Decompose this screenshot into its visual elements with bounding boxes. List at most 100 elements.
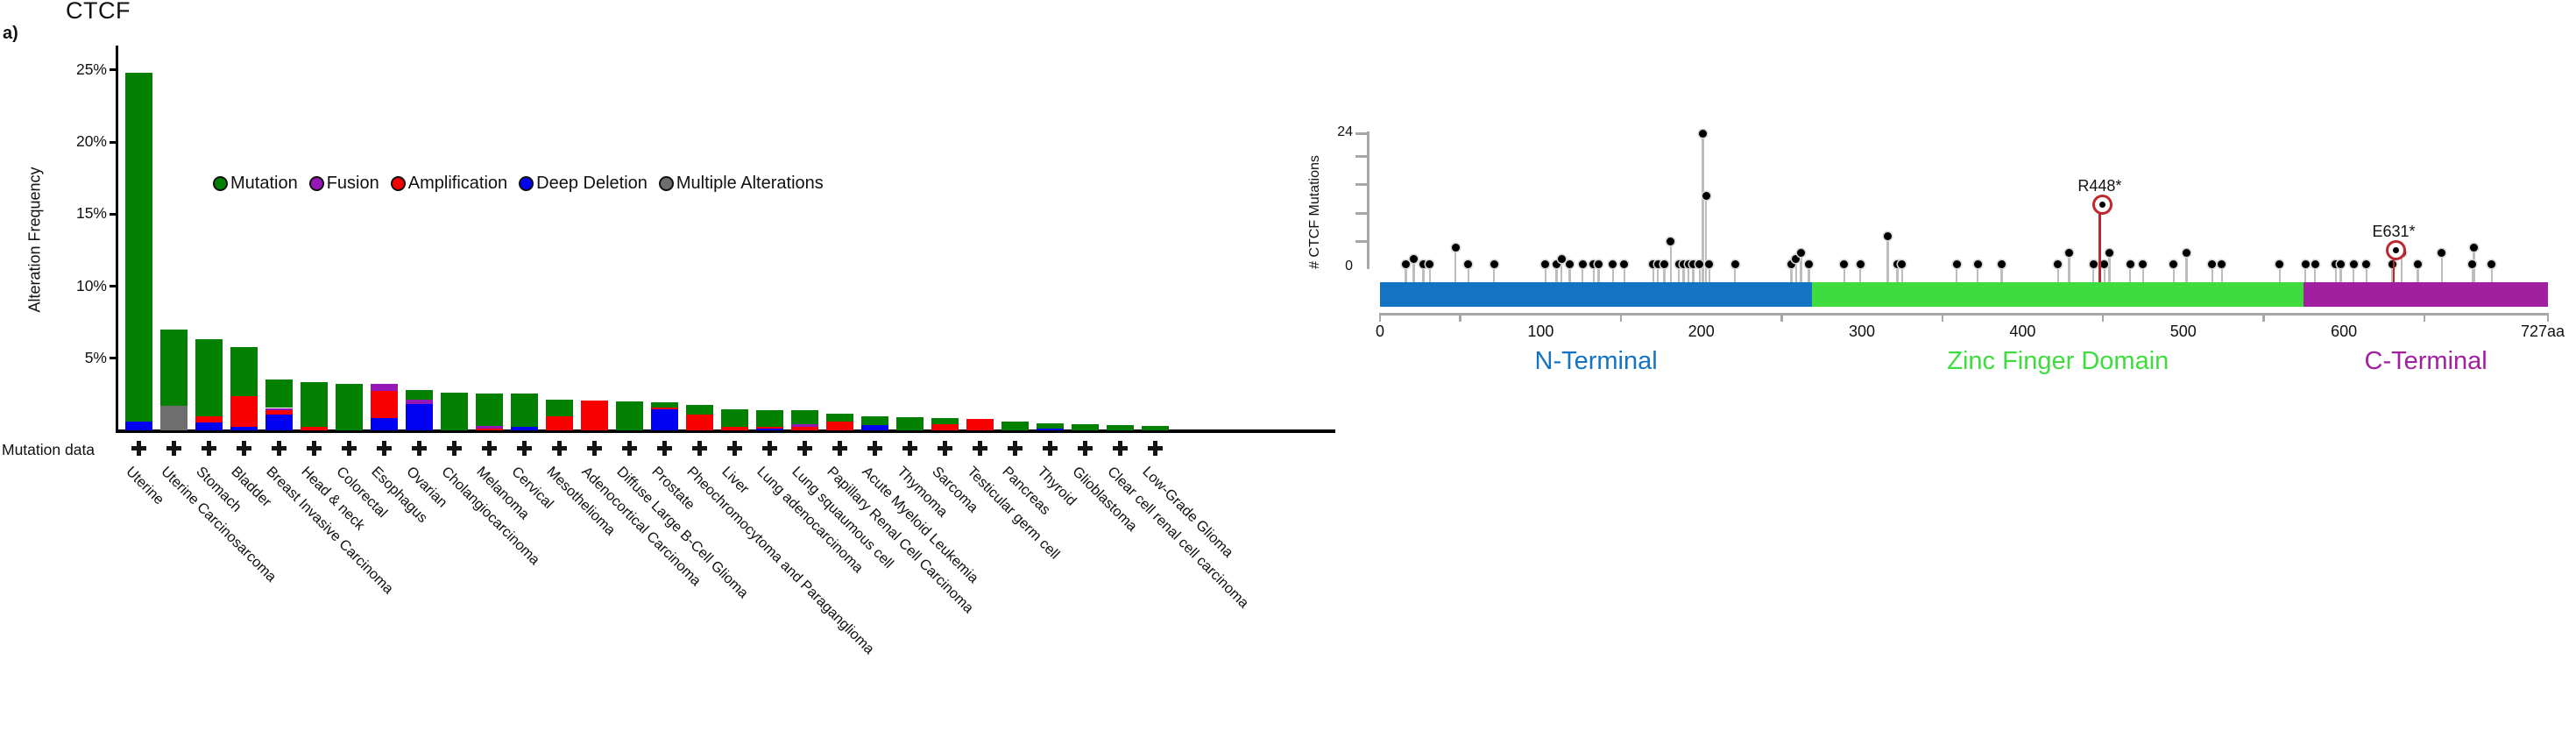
bar-segment-fusion[interactable]	[791, 424, 818, 427]
lollipop-dot[interactable]	[1649, 260, 1658, 268]
lollipop-dot[interactable]	[2065, 249, 2074, 257]
lollipop-dot[interactable]	[1401, 260, 1410, 268]
lollipop-dot[interactable]	[1553, 260, 1561, 268]
bar-segment-mutation[interactable]	[476, 393, 503, 426]
lollipop-dot[interactable]	[2139, 260, 2148, 268]
lollipop-dot[interactable]	[2438, 249, 2446, 257]
lollipop-dot[interactable]	[2388, 260, 2396, 268]
lollipop-dot[interactable]	[1667, 238, 1675, 245]
lollipop-dot[interactable]	[1856, 260, 1865, 268]
bar-segment-mutation[interactable]	[441, 393, 468, 430]
lollipop-dot[interactable]	[2311, 260, 2319, 268]
lollipop-dot[interactable]	[2218, 260, 2226, 268]
bar-segment-amplification[interactable]	[966, 418, 994, 430]
bar-segment-mutation[interactable]	[1142, 426, 1169, 430]
lollipop-dot[interactable]	[1689, 260, 1698, 268]
lollipop-dot[interactable]	[1787, 260, 1795, 268]
lollipop-dot[interactable]	[1594, 260, 1603, 268]
lollipop-dot[interactable]	[2468, 260, 2477, 268]
lollipop-dot[interactable]	[1705, 260, 1714, 268]
bar-segment-fusion[interactable]	[371, 384, 398, 391]
bar-segment-mutation[interactable]	[861, 416, 888, 426]
lollipop-dot[interactable]	[2362, 260, 2371, 268]
annotation-ring[interactable]	[2091, 194, 2112, 215]
bar-segment-mutation[interactable]	[160, 329, 188, 407]
lollipop-dot[interactable]	[2126, 260, 2134, 268]
bar-segment-mutation[interactable]	[1107, 425, 1134, 430]
lollipop-dot[interactable]	[2100, 260, 2109, 268]
bar-segment-mutation[interactable]	[686, 405, 713, 415]
bar-segment-fusion[interactable]	[476, 425, 503, 429]
bar-segment-deep_deletion[interactable]	[125, 422, 152, 430]
lollipop-dot[interactable]	[1684, 260, 1693, 268]
lollipop-dot[interactable]	[1426, 260, 1434, 268]
lollipop-dot[interactable]	[2349, 260, 2358, 268]
bar-segment-mutation[interactable]	[230, 347, 258, 397]
lollipop-dot[interactable]	[1792, 254, 1801, 263]
bar-segment-deep_deletion[interactable]	[195, 422, 223, 430]
bar-segment-deep_deletion[interactable]	[1037, 428, 1064, 430]
bar-segment-deep_deletion[interactable]	[371, 418, 398, 430]
bar-segment-amplification[interactable]	[230, 396, 258, 427]
lollipop-dot[interactable]	[2169, 260, 2178, 268]
bar-segment-amplification[interactable]	[931, 424, 959, 430]
lollipop-dot[interactable]	[1419, 260, 1427, 268]
lollipop-dot[interactable]	[1660, 260, 1669, 268]
bar-segment-amplification[interactable]	[265, 409, 293, 415]
lollipop-dot[interactable]	[2182, 249, 2190, 257]
bar-segment-mutation[interactable]	[336, 383, 363, 430]
bar-segment-mutation[interactable]	[195, 339, 223, 416]
bar-segment-fusion[interactable]	[265, 408, 293, 410]
domain-n-terminal[interactable]	[1380, 282, 1813, 307]
bar-segment-fusion[interactable]	[406, 399, 433, 405]
bar-segment-amplification[interactable]	[756, 427, 783, 429]
lollipop-dot[interactable]	[1578, 260, 1587, 268]
lollipop-dot[interactable]	[1952, 260, 1961, 268]
bar-segment-mutation[interactable]	[1037, 422, 1064, 429]
bar-segment-mutation[interactable]	[826, 414, 853, 422]
bar-segment-amplification[interactable]	[371, 390, 398, 418]
lollipop-dot[interactable]	[1973, 260, 1982, 268]
bar-segment-mutation[interactable]	[546, 400, 573, 417]
bar-segment-amplification[interactable]	[721, 426, 748, 430]
bar-segment-mutation[interactable]	[301, 381, 328, 427]
bar-segment-mutation[interactable]	[791, 410, 818, 425]
lollipop-dot[interactable]	[1730, 260, 1739, 268]
bar-segment-deep_deletion[interactable]	[651, 409, 678, 430]
bar-segment-deep_deletion[interactable]	[511, 426, 538, 430]
lollipop-dot[interactable]	[2054, 260, 2063, 268]
lollipop-dot[interactable]	[1898, 260, 1907, 268]
lollipop-dot[interactable]	[1557, 254, 1566, 263]
bar-segment-amplification[interactable]	[826, 422, 853, 430]
annotation-ring[interactable]	[2386, 239, 2407, 260]
bar-segment-deep_deletion[interactable]	[265, 414, 293, 430]
lollipop-dot[interactable]	[1998, 260, 2006, 268]
lollipop-dot[interactable]	[1680, 260, 1688, 268]
lollipop-dot[interactable]	[1565, 260, 1574, 268]
bar-segment-deep_deletion[interactable]	[230, 426, 258, 430]
lollipop-dot[interactable]	[1893, 260, 1901, 268]
lollipop-dot[interactable]	[2105, 249, 2113, 257]
lollipop-dot[interactable]	[1541, 260, 1550, 268]
bar-segment-mutation[interactable]	[896, 417, 924, 430]
bar-segment-amplification[interactable]	[476, 429, 503, 430]
bar-segment-mutation[interactable]	[756, 409, 783, 428]
domain-zinc-finger-domain[interactable]	[1812, 282, 2304, 307]
lollipop-dot[interactable]	[1609, 260, 1617, 268]
bar-segment-deep_deletion[interactable]	[756, 429, 783, 430]
bar-segment-amplification[interactable]	[301, 426, 328, 430]
lollipop-dot[interactable]	[1805, 260, 1814, 268]
bar-segment-amplification[interactable]	[686, 414, 713, 430]
lollipop-dot[interactable]	[1653, 260, 1662, 268]
lollipop-dot[interactable]	[1410, 254, 1418, 263]
bar-segment-mutation[interactable]	[511, 394, 538, 427]
bar-segment-mutation[interactable]	[406, 389, 433, 400]
lollipop-dot[interactable]	[1883, 231, 1892, 240]
lollipop-dot[interactable]	[1699, 129, 1708, 138]
lollipop-dot[interactable]	[2413, 260, 2422, 268]
lollipop-dot[interactable]	[2208, 260, 2217, 268]
lollipop-dot[interactable]	[2089, 260, 2098, 268]
bar-segment-mutation[interactable]	[931, 417, 959, 425]
lollipop-dot[interactable]	[2301, 260, 2310, 268]
bar-segment-mutation[interactable]	[125, 73, 152, 422]
